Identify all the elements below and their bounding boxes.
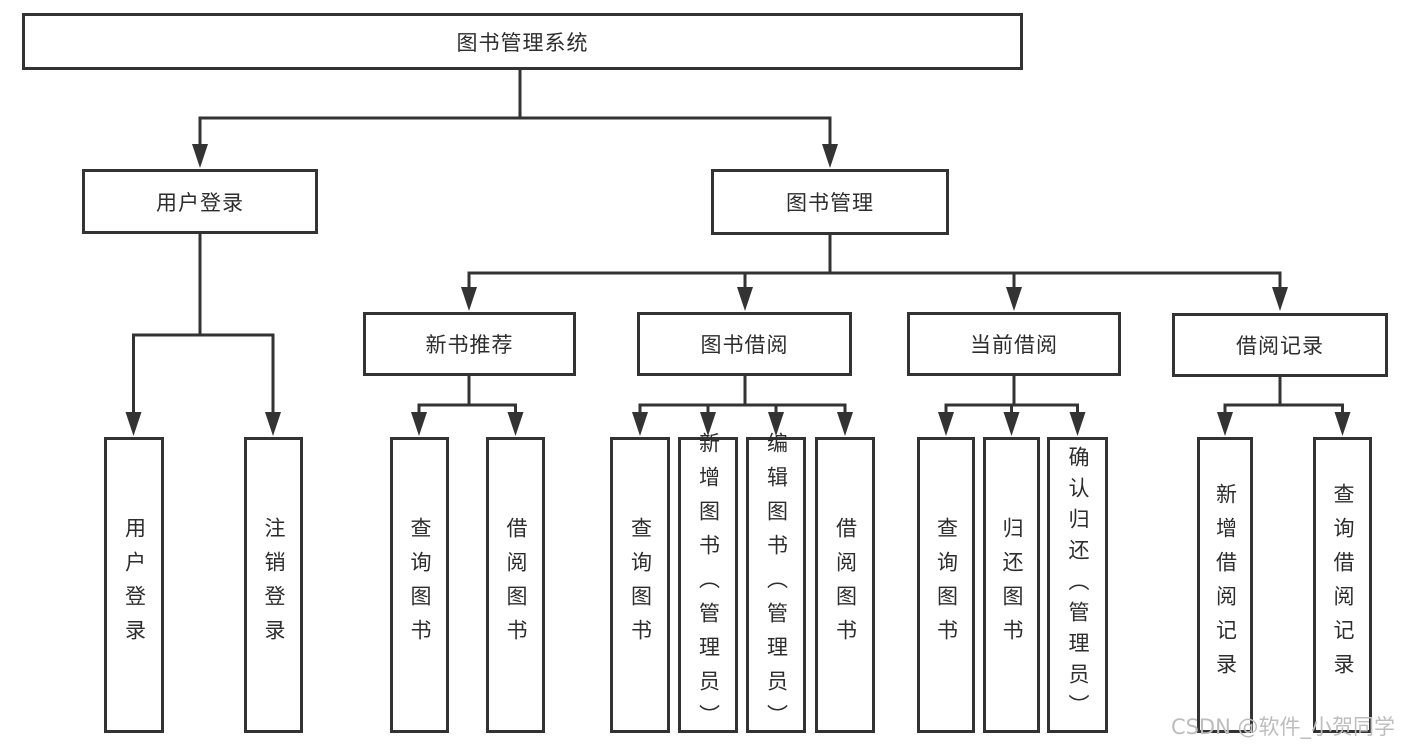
node-new-book-recommendation: 新书推荐 <box>363 312 576 376</box>
node-label: 新增图书（管理员） <box>696 432 721 738</box>
csdn-watermark: CSDN @软件_小贺同学 <box>1170 715 1395 739</box>
node-label: 查询图书 <box>934 517 959 653</box>
node-user-login-leaf: 用户登录 <box>104 437 164 733</box>
node-edit-books-admin: 编辑图书（管理员） <box>746 432 806 738</box>
node-label: 注销登录 <box>262 517 286 653</box>
node-add-books-admin: 新增图书（管理员） <box>678 432 738 738</box>
node-label: 查询图书 <box>408 517 432 653</box>
node-add-borrow-record: 新增借阅记录 <box>1197 437 1253 733</box>
node-label: 图书管理系统 <box>456 30 589 55</box>
node-label: 查询借阅记录 <box>1331 483 1355 687</box>
node-label: 借阅记录 <box>1236 334 1324 358</box>
node-return-books: 归还图书 <box>983 437 1040 733</box>
node-label: 新书推荐 <box>425 333 514 357</box>
node-library-management-system: 图书管理系统 <box>22 13 1023 70</box>
node-label: 确认归还（管理员） <box>1066 445 1090 725</box>
node-logout: 注销登录 <box>244 437 303 733</box>
node-label: 归还图书 <box>1000 517 1024 653</box>
node-borrow-books: 借阅图书 <box>815 437 875 733</box>
node-borrowing-records: 借阅记录 <box>1172 313 1388 377</box>
node-label: 图书管理 <box>786 191 874 215</box>
node-confirm-return-admin: 确认归还（管理员） <box>1047 437 1108 733</box>
node-query-books-recommend: 查询图书 <box>390 437 449 733</box>
node-label: 借阅图书 <box>833 517 858 653</box>
node-borrow-books-recommend: 借阅图书 <box>486 437 545 733</box>
node-query-books-borrow: 查询图书 <box>610 437 670 733</box>
node-label: 编辑图书（管理员） <box>764 432 789 738</box>
node-current-borrowing: 当前借阅 <box>907 312 1121 376</box>
node-query-books-current: 查询图书 <box>917 437 975 733</box>
node-book-management: 图书管理 <box>711 169 949 235</box>
node-label: 用户登录 <box>122 517 147 653</box>
node-label: 新增借阅记录 <box>1213 483 1238 687</box>
node-user-login-group: 用户登录 <box>82 169 318 234</box>
node-label: 借阅图书 <box>504 517 528 653</box>
node-label: 查询图书 <box>628 517 653 653</box>
node-label: 用户登录 <box>156 190 244 215</box>
node-query-borrow-record: 查询借阅记录 <box>1313 437 1372 733</box>
arrowhead-icons <box>125 144 1351 436</box>
node-book-borrowing: 图书借阅 <box>637 312 852 376</box>
node-label: 图书借阅 <box>700 333 789 357</box>
node-label: 当前借阅 <box>970 333 1058 357</box>
